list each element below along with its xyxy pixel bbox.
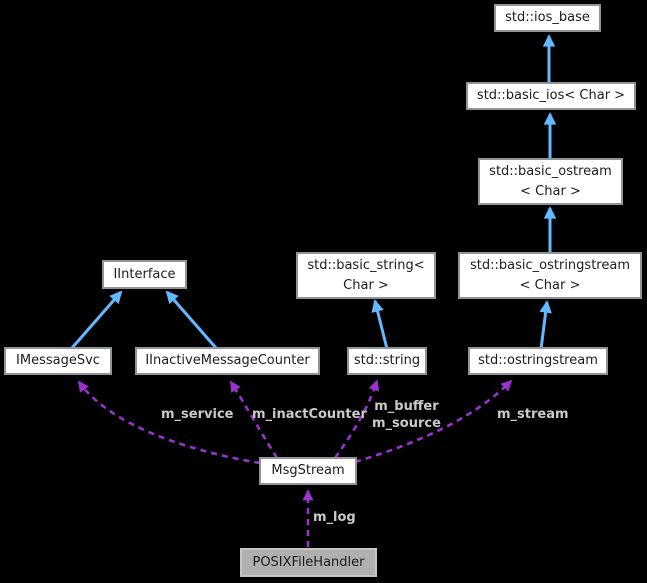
- usage-edge-msgstream-string: [333, 379, 380, 459]
- inheritance-edge-ostringstream-basicostringstream: [539, 300, 552, 350]
- node-std-basic-string[interactable]: std::basic_string< Char >: [296, 252, 436, 299]
- node-std-ostringstream[interactable]: std::ostringstream: [468, 347, 608, 375]
- node-imessagesvc[interactable]: IMessageSvc: [4, 347, 112, 375]
- usage-edge-msgstream-ostringstream: [354, 379, 513, 464]
- inheritance-edge-string-basicstring: [371, 299, 389, 350]
- usage-edge-msgstream-iinactivemessagecounter: [229, 380, 279, 459]
- node-msgstream[interactable]: MsgStream: [259, 457, 357, 485]
- node-std-string[interactable]: std::string: [347, 347, 427, 375]
- inheritance-edge-iinactivemessagecounter-iinterface: [165, 290, 218, 349]
- node-iinactivemessagecounter[interactable]: IInactiveMessageCounter: [135, 347, 320, 375]
- node-std-ios-base[interactable]: std::ios_base: [494, 4, 601, 32]
- node-std-basic-ostringstream[interactable]: std::basic_ostringstream < Char >: [458, 252, 642, 299]
- node-iinterface[interactable]: IInterface: [102, 260, 187, 289]
- inheritance-edge-imessagesvc-iinterface: [70, 290, 123, 349]
- usage-edge-msgstream-imessagesvc: [77, 380, 261, 465]
- node-posixfilehandler[interactable]: POSIXFileHandler: [240, 548, 377, 577]
- node-std-basic-ostream[interactable]: std::basic_ostream < Char >: [478, 158, 623, 205]
- node-std-basic-ios[interactable]: std::basic_ios< Char >: [466, 82, 636, 110]
